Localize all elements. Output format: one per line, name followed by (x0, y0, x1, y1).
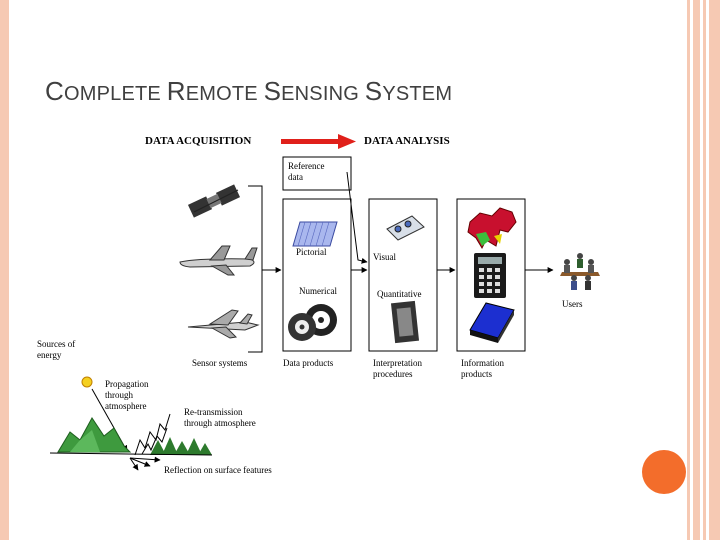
numerical-label: Numerical (299, 286, 337, 296)
right-frame-line (687, 0, 690, 540)
sources-line: Sources of (37, 339, 76, 349)
information-products-label: Information products (461, 358, 504, 380)
retransmission-label: Re-transmission through atmosphere (184, 407, 256, 429)
sensor-systems-label: Sensor systems (192, 358, 248, 368)
title-cap: R (166, 76, 186, 106)
slide-title: COMPLETE REMOTE SENSING SYSTEM (45, 76, 452, 107)
landscape-icon (49, 417, 213, 456)
pictorial-image-icon (292, 221, 338, 247)
decorative-orange-circle (642, 450, 686, 494)
quantitative-label: Quantitative (377, 289, 422, 299)
users-meeting-icon (560, 253, 600, 290)
reference-data-line: Reference (288, 161, 325, 171)
header-data-analysis: DATA ANALYSIS (364, 135, 450, 147)
reference-data-label: Reference data (288, 161, 324, 183)
propagation-label: Propagation through atmosphere (105, 379, 149, 412)
propagation-line: Propagation (105, 379, 149, 389)
retransmission-line: through atmosphere (184, 418, 256, 428)
left-frame-bar (0, 0, 9, 540)
title-rest: YSTEM (382, 83, 453, 105)
fighter-jet-icon (187, 309, 260, 339)
title-cap: S (364, 76, 383, 106)
reflection-label: Reflection on surface features (164, 465, 272, 475)
propagation-line: through (105, 390, 133, 400)
data-products-label: Data products (283, 358, 334, 368)
sources-line: energy (37, 350, 62, 360)
satellite-icon (187, 184, 241, 218)
right-frame-line (709, 0, 720, 540)
visual-label: Visual (373, 252, 396, 262)
map-icon (467, 207, 517, 250)
reference-data-box (282, 156, 352, 191)
information-line: products (461, 369, 492, 379)
title-rest: OMPLETE (63, 83, 167, 105)
computer-icon (390, 300, 420, 344)
sensor-bracket (248, 185, 282, 353)
sun-icon (81, 376, 93, 388)
tape-reels-icon (288, 304, 337, 341)
pictorial-label: Pictorial (296, 247, 327, 257)
title-rest: ENSING (281, 83, 365, 105)
propagation-line: atmosphere (105, 401, 147, 411)
acquisition-to-analysis-arrow (281, 134, 356, 149)
reference-data-line: data (288, 172, 303, 182)
information-line: Information (461, 358, 504, 368)
flow-arrows (346, 171, 554, 273)
users-label: Users (562, 299, 583, 309)
retransmission-line: Re-transmission (184, 407, 243, 417)
interpretation-line: procedures (373, 369, 413, 379)
right-frame-line (703, 0, 706, 540)
stereoscope-icon (386, 215, 425, 241)
title-cap: C (45, 76, 64, 106)
interpretation-procedures-label: Interpretation procedures (373, 358, 422, 380)
right-frame-line (693, 0, 700, 540)
header-data-acquisition: DATA ACQUISITION (145, 135, 252, 147)
interpretation-line: Interpretation (373, 358, 422, 368)
airliner-icon (179, 245, 258, 276)
title-cap: S (263, 76, 282, 106)
sources-of-energy-label: Sources of energy (37, 339, 75, 361)
calculator-icon (474, 253, 506, 298)
database-book-icon (469, 302, 515, 343)
title-rest: EMOTE (185, 83, 264, 105)
